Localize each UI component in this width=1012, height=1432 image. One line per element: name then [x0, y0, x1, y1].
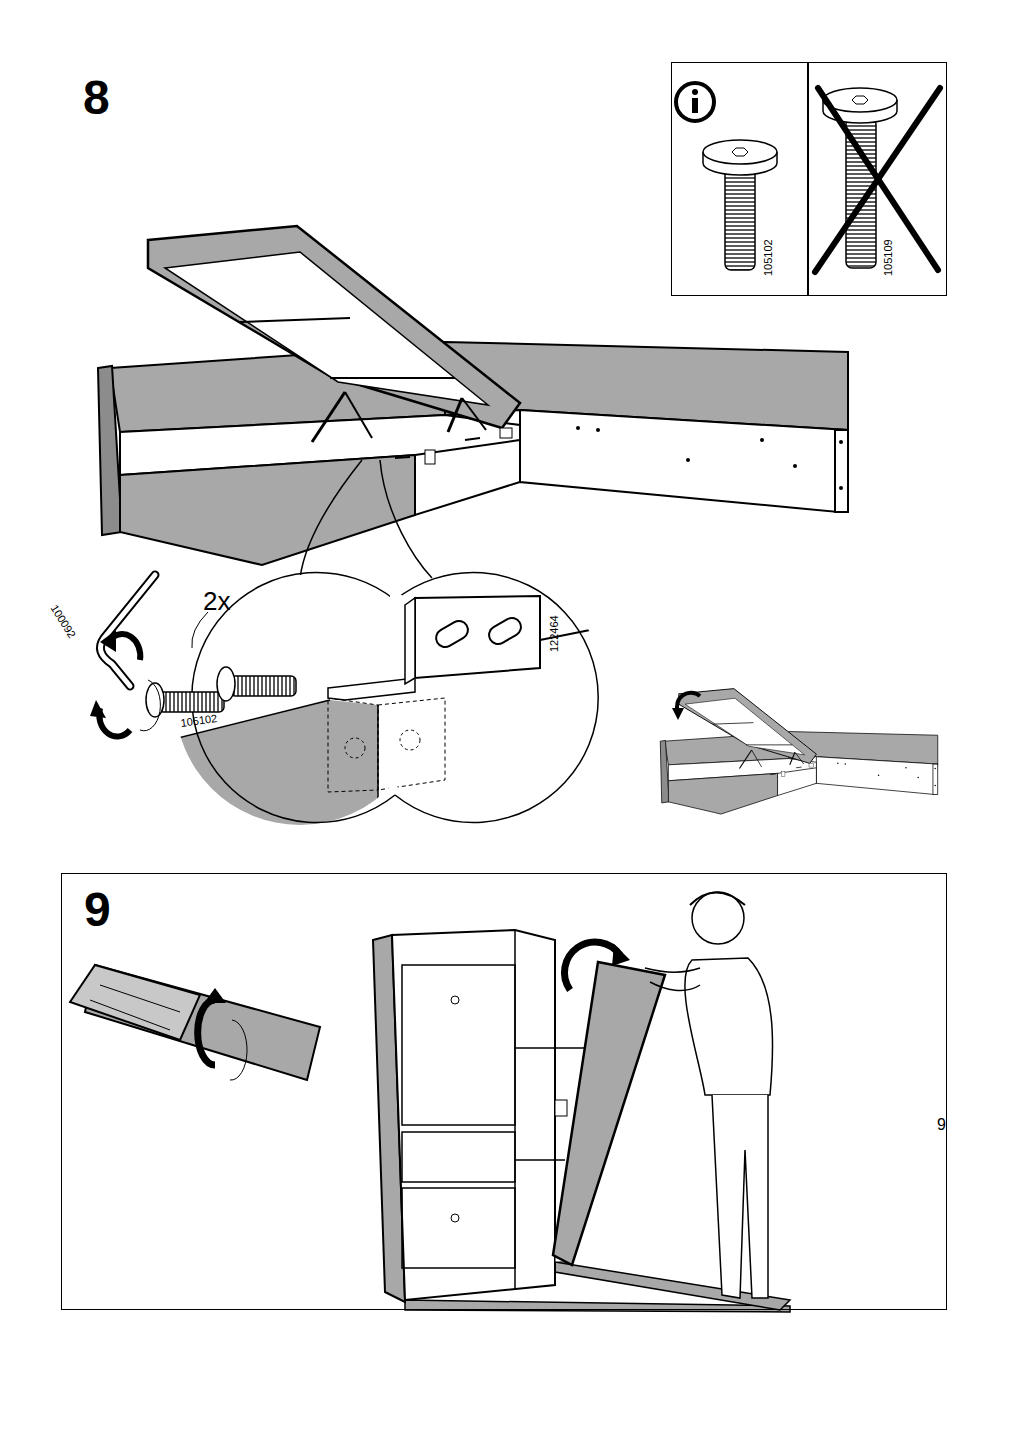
part-number: 105109 [883, 239, 894, 276]
page-number: 9 [937, 1117, 946, 1133]
part-number: 100092 [49, 603, 78, 640]
part-number: 105102 [763, 239, 774, 276]
info-panel-cell: 105109 [808, 62, 947, 296]
part-number: 122464 [549, 615, 560, 652]
info-panel-cell: 105102 [671, 62, 808, 296]
step-number: 8 [83, 74, 110, 122]
step-frame: 9 [61, 873, 947, 1310]
quantity: 2x [203, 588, 230, 614]
step-number: 9 [84, 886, 111, 934]
